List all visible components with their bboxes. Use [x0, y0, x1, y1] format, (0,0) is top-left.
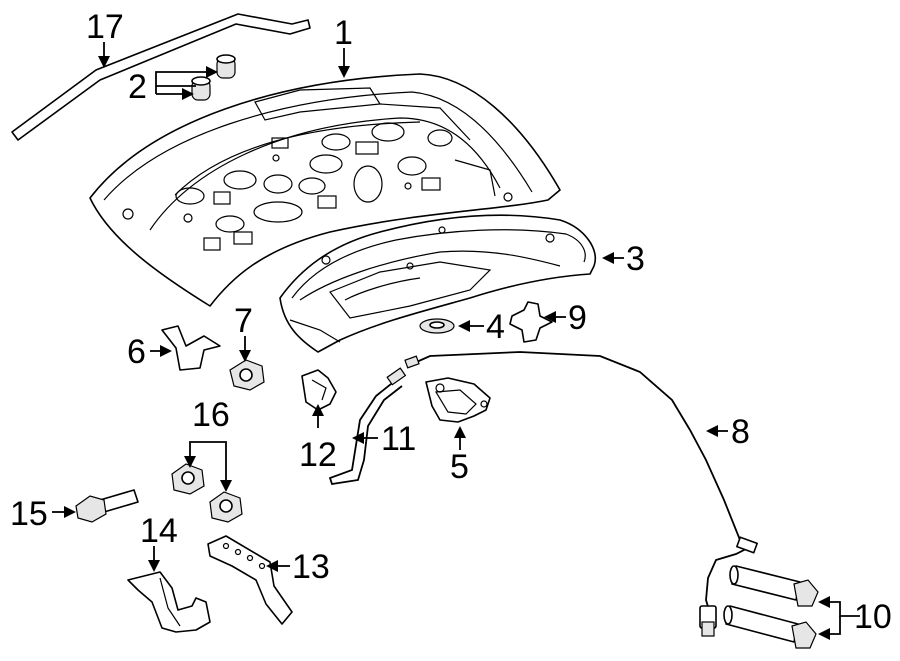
callout-17: 17 — [86, 8, 124, 46]
callout-1: 1 — [334, 14, 353, 52]
part-13-hinge-bracket — [207, 535, 293, 625]
callout-6: 6 — [127, 333, 146, 371]
part-6-bracket — [161, 325, 221, 371]
callout-9: 9 — [568, 299, 587, 337]
callout-15: 15 — [10, 495, 48, 533]
part-7-nut — [229, 359, 265, 391]
callout-4: 4 — [486, 308, 505, 346]
callout-7: 7 — [234, 302, 253, 340]
callout-10: 10 — [854, 598, 892, 636]
callout-16: 16 — [192, 396, 230, 434]
part-16-nuts — [171, 463, 243, 523]
callout-5: 5 — [450, 448, 469, 486]
part-14-strap-bracket — [127, 571, 211, 633]
callout-14: 14 — [140, 512, 178, 550]
part-1-hood-panel — [89, 73, 561, 307]
callout-12: 12 — [299, 436, 337, 474]
part-5-latch — [425, 377, 491, 423]
callout-8: 8 — [731, 413, 750, 451]
part-15-bolt — [75, 489, 139, 523]
leader-lines — [52, 42, 860, 640]
part-2-bumpers — [191, 54, 236, 101]
callout-3: 3 — [626, 240, 645, 278]
callout-2: 2 — [128, 68, 147, 106]
part-8-release-cable — [404, 351, 758, 637]
part-3-insulator-pad — [279, 214, 597, 353]
part-12-bumper-stop — [301, 369, 337, 411]
part-4-washer — [419, 318, 455, 334]
part-17-seal-strip — [11, 13, 311, 141]
callout-13: 13 — [292, 548, 330, 586]
part-9-clip — [509, 301, 553, 343]
part-11-prop-rod — [328, 367, 407, 486]
callout-labels: 17 1 2 3 7 4 9 6 16 11 8 12 5 15 14 13 1… — [10, 8, 892, 636]
callout-11: 11 — [381, 420, 416, 458]
part-10-bolts — [723, 565, 819, 649]
